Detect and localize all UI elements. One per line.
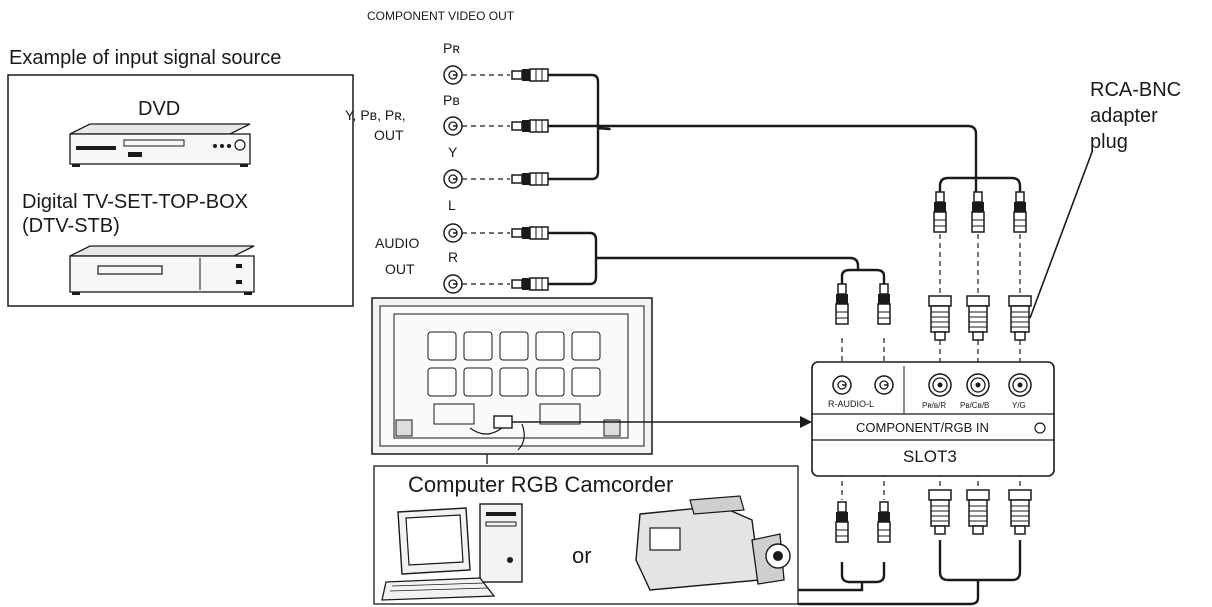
- jack-label-pr: Pʀ/ʙ/R: [922, 401, 947, 410]
- audio-l-jack-icon: [874, 375, 894, 395]
- output-jack-y: [443, 169, 549, 189]
- jack-label-audio: R-AUDIO-L: [828, 399, 875, 409]
- output-jack-audio-l: [443, 223, 549, 243]
- bnc-adapter-1: [928, 295, 952, 341]
- adapter-rca-plug-1: [933, 191, 947, 233]
- bnc-bottom-1: [928, 489, 952, 535]
- component-rgb-in-label: COMPONENT/RGB IN: [856, 420, 989, 435]
- jack-label-y: Y/G: [1012, 401, 1026, 410]
- l-label: L: [448, 197, 456, 213]
- audio-plug-l-bottom: [877, 501, 891, 543]
- bnc-bottom-2: [966, 489, 990, 535]
- camcorder-icon: [635, 495, 791, 591]
- jack-label-pb: Pʙ/Cʙ/B: [960, 401, 990, 410]
- y-jack-icon: [1008, 373, 1032, 397]
- or-label: or: [572, 543, 592, 568]
- bnc-bottom-3: [1008, 489, 1032, 535]
- ypbpr-out-line2: OUT: [374, 127, 404, 143]
- audio-plug-r-top: [835, 283, 849, 325]
- camcorder-box-title: Computer RGB Camcorder: [408, 472, 674, 497]
- source-box: [7, 74, 354, 307]
- stb-label-line2: (DTV-STB): [22, 215, 120, 237]
- adapter-pointer: [1029, 151, 1093, 319]
- adapter-label-line2: adapter: [1090, 105, 1158, 127]
- audio-plug-l-top: [877, 283, 891, 325]
- adapter-rca-plug-2: [971, 191, 985, 233]
- slot3-panel: [811, 361, 1055, 477]
- dvd-player-icon: [69, 123, 251, 167]
- computer-icon: [381, 503, 523, 601]
- audio-r-jack-icon: [832, 375, 852, 395]
- input-arrow-icon: [1034, 422, 1046, 434]
- arrow-to-slot-icon: [800, 416, 812, 428]
- audio-out-line2: OUT: [385, 261, 415, 277]
- adapter-label-line1: RCA-BNC: [1090, 79, 1182, 101]
- audio-out-line1: AUDIO: [375, 235, 420, 251]
- pb-jack-icon: [966, 373, 990, 397]
- stb-label-line1: Digital TV-SET-TOP-BOX: [22, 191, 248, 213]
- camcorder-box: [373, 465, 799, 605]
- source-box-title: Example of input signal source: [9, 47, 282, 69]
- bnc-adapter-2: [966, 295, 990, 341]
- cables: [548, 73, 1022, 606]
- pr-jack-icon: [928, 373, 952, 397]
- pr-label: Pʀ: [443, 40, 460, 56]
- bnc-adapter-3: [1008, 295, 1032, 341]
- output-jack-pr: [443, 65, 549, 85]
- adapter-label-line3: plug: [1090, 131, 1128, 153]
- y-label: Y: [448, 144, 458, 160]
- output-jack-pb: [443, 116, 549, 136]
- component-video-out-label: COMPONENT VIDEO OUT: [367, 9, 515, 23]
- r-label: R: [448, 249, 459, 265]
- dvd-label: DVD: [138, 98, 181, 120]
- display-back-panel: [371, 297, 653, 455]
- ypbpr-out-line1: Y, Pʙ, Pʀ,: [345, 107, 406, 123]
- set-top-box-icon: [69, 245, 255, 295]
- adapter-rca-plug-3: [1013, 191, 1027, 233]
- output-jack-audio-r: [443, 274, 549, 294]
- slot3-label: SLOT3: [903, 447, 957, 466]
- audio-plug-r-bottom: [835, 501, 849, 543]
- pb-label: Pʙ: [443, 92, 460, 108]
